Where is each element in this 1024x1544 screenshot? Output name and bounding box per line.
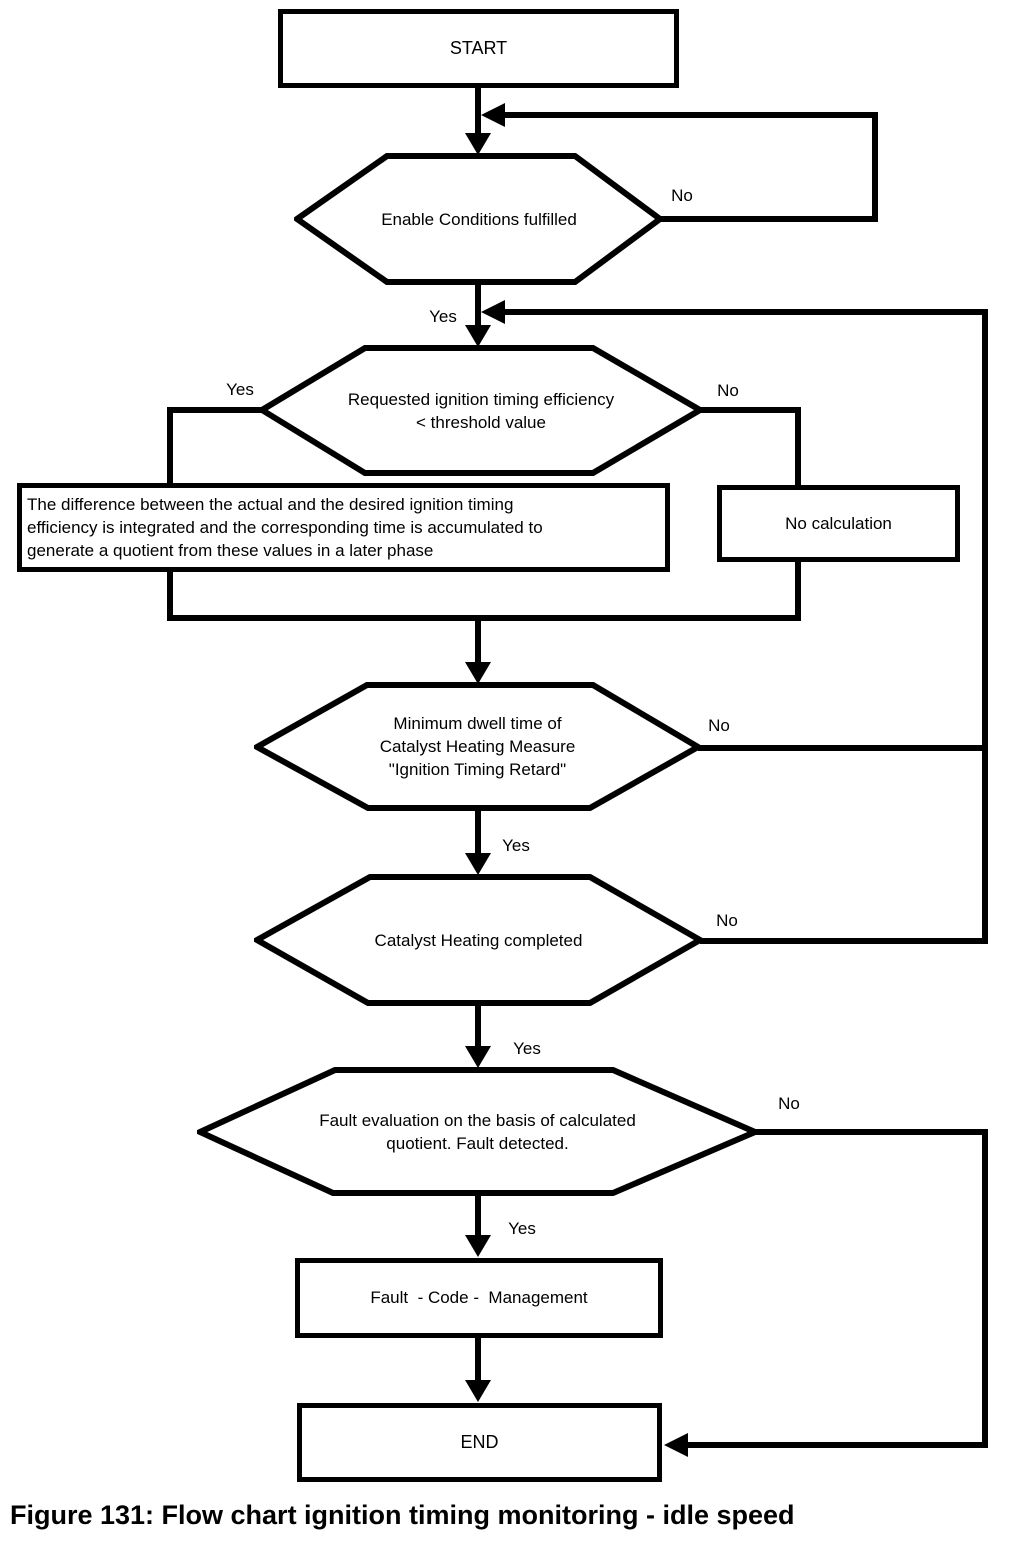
edge-faultcode-to-end [475,1338,481,1381]
node-min-dwell-shape [254,682,701,811]
node-catalyst-completed-shape [254,874,703,1006]
edge-nocalc-down-v1 [795,407,801,487]
node-fault-evaluation-shape [197,1067,758,1196]
edge-enable-no-top [492,112,875,118]
integrate-difference-line1: The difference between the actual and th… [27,495,514,514]
integrate-difference-line3: generate a quotient from these values in… [27,541,434,560]
node-min-dwell-line3: "Ignition Timing Retard" [388,760,567,779]
node-start: START [278,9,679,88]
node-requested-efficiency: Requested ignition timing efficiency < t… [289,352,673,469]
edge-fault-no-v [982,1129,988,1448]
node-no-calculation: No calculation [717,485,960,562]
edge-enable-no-bottom [660,216,878,222]
arrowhead-into-catalyst [465,853,491,875]
figure-caption: Figure 131: Flow chart ignition timing m… [10,1500,795,1530]
edge-label-fault-yes: Yes [508,1219,536,1238]
edge-label-requested-yes: Yes [226,380,254,399]
edge-bigbox-down [167,570,173,621]
node-catalyst-completed-label: Catalyst Heating completed [374,930,583,950]
edge-fault-no-h [755,1129,988,1135]
node-fault-evaluation: Fault evaluation on the basis of calcula… [247,1073,708,1190]
edge-requested-yes-v1 [167,407,173,485]
arrowhead-return1 [481,103,505,127]
edge-loop2-right [982,309,988,944]
node-enable-conditions-label: Enable Conditions fulfilled [381,209,577,229]
node-catalyst-completed: Catalyst Heating completed [294,881,663,999]
edge-label-catalyst-yes: Yes [513,1039,541,1058]
arrowhead-into-mindwell [465,662,491,684]
node-fault-evaluation-line2: quotient. Fault detected. [386,1133,569,1153]
edge-label-mindwell-yes: Yes [502,836,530,855]
edge-catalyst-no [700,938,988,944]
node-min-dwell-line2: Catalyst Heating Measure [379,737,576,756]
node-min-dwell-line1: Minimum dwell time of [393,714,562,733]
edge-requested-no-h [700,407,801,413]
node-start-label: START [449,38,508,58]
edge-label-catalyst-no: No [716,911,738,930]
integrate-difference-line2: efficiency is integrated and the corresp… [27,518,543,537]
arrowhead-into-end-top [465,1380,491,1402]
node-fault-evaluation-line1: Fault evaluation on the basis of calcula… [319,1110,636,1130]
edge-enable-no-right [872,112,878,222]
edge-start-to-enable [475,88,481,136]
node-enable-conditions-shape [294,153,663,285]
edge-nocalc-down-v2 [795,560,801,621]
node-min-dwell: Minimum dwell time of Catalyst Heating M… [294,688,661,805]
node-enable-conditions: Enable Conditions fulfilled [314,160,644,278]
edge-label-fault-no: No [778,1094,800,1113]
edge-merge-to-mindwell [475,621,481,664]
edge-label-mindwell-no: No [708,716,730,735]
edge-label-enable-yes: Yes [429,307,457,326]
arrowhead-into-faultcode [465,1235,491,1257]
edge-label-requested-no: No [717,381,739,400]
node-integrate-difference [17,483,670,572]
arrowhead-into-end-right [664,1433,688,1457]
edge-enable-yes [475,282,481,326]
arrowhead-into-requested [465,325,491,347]
node-fault-code-management: Fault - Code - Management [295,1258,663,1338]
node-end: END [297,1403,662,1482]
edge-catalyst-yes [475,1003,481,1047]
arrowhead-return2 [481,300,505,324]
node-no-calculation-label: No calculation [785,513,892,533]
edge-requested-yes-h [167,407,262,413]
edge-label-enable-no: No [671,186,693,205]
node-end-label: END [460,1432,499,1452]
arrowhead-into-fault [465,1046,491,1068]
edge-fault-yes [475,1193,481,1236]
node-integrate-difference-text: The difference between the actual and th… [27,488,660,567]
arrowhead-into-enable [465,133,491,155]
edge-loop2-top [492,309,988,315]
node-requested-efficiency-shape [259,345,703,476]
edge-mindwell-no [698,745,988,751]
edge-mindwell-yes [475,808,481,854]
node-requested-efficiency-line2: < threshold value [416,412,546,432]
edge-merge-horizontal [167,615,801,621]
node-fault-code-label: Fault - Code - Management [370,1288,588,1307]
node-requested-efficiency-line1: Requested ignition timing efficiency [347,389,615,409]
edge-into-end-h [688,1442,988,1448]
